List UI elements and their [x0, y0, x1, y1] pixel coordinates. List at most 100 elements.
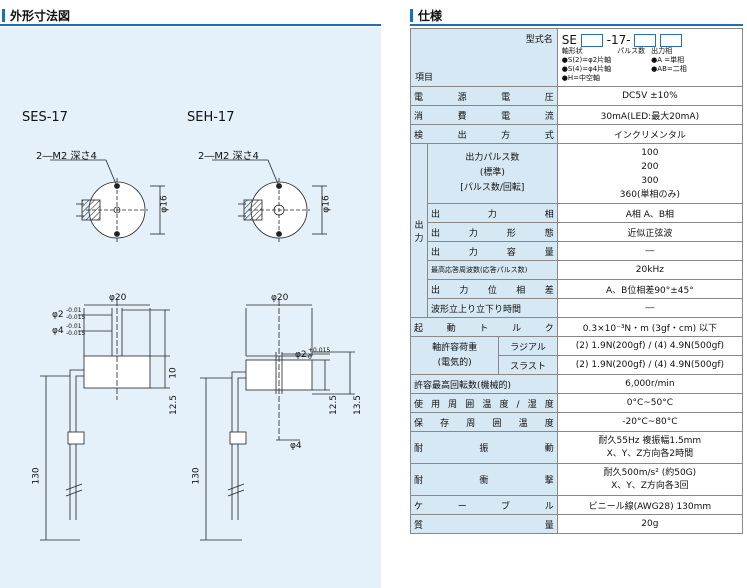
ses-dim-phi4-tol-upper: -0.01: [66, 323, 82, 330]
spec-value: ―: [556, 298, 744, 318]
pulse-label: パルス数: [617, 46, 646, 55]
spec-key: 出力容量: [426, 241, 558, 261]
pulse-value: 100: [641, 147, 659, 158]
vib-line: X、Y、Z方向各2時間: [606, 448, 694, 459]
pulse-placeholder-box: [634, 33, 657, 47]
spec-title: 仕様: [418, 8, 443, 23]
thrust-value: (2) 1.9N(200gf) / (4) 4.9N(500gf): [556, 355, 744, 375]
seh-dim-hole-phi2: φ2: [295, 350, 307, 360]
seh-dim-phi4: φ4: [290, 441, 302, 451]
phase-opt: ●AB=二相: [651, 64, 687, 73]
model-label: 型式名: [525, 35, 553, 45]
drawing-title: 外形寸法図: [10, 8, 71, 23]
spec-value: インクリメンタル: [556, 124, 744, 144]
spec-value: 0.3×10⁻³N・m (3gf・cm) 以下: [556, 317, 744, 337]
seh-dim-12-5: 12.5: [329, 394, 340, 416]
shaft-placeholder-box: [580, 33, 603, 47]
ses-dim-phi16: φ16: [159, 195, 170, 213]
spec-row-thrust: スラスト (2) 1.9N(200gf) / (4) 4.9N(500gf): [411, 355, 744, 375]
shock-line: 耐久500m/s² (約50G): [603, 467, 697, 478]
header-cell: 型式名 項目: [410, 28, 558, 87]
spec-key: 検出方式: [410, 124, 558, 144]
spec-row-pulses: 出力 出力パルス数 (標準) [パルス数/回転] 100 200 300 360…: [410, 143, 744, 318]
seh-dim-phi20: φ20: [271, 293, 289, 303]
spec-key: 起動トルク: [410, 317, 558, 337]
item-label: 項目: [415, 73, 434, 83]
spec-row: 耐衝撃 耐久500m/s² (約50G) X、Y、Z方向各3回: [410, 463, 744, 496]
phase-options: 出力相 ●A =単相 ●AB=二相: [651, 47, 687, 83]
spec-row: 検出方式インクリメンタル: [410, 124, 744, 144]
spec-value: 30mA(LED:最大20mA): [556, 105, 744, 125]
spec-row: ケーブルビニール線(AWG28) 130mm: [410, 495, 744, 515]
spec-value: ビニール線(AWG28) 130mm: [556, 495, 744, 515]
spec-heading: 仕様: [410, 6, 442, 24]
spec-key: 最高応答周波数(応答パルス数): [426, 260, 558, 280]
model-code-prefix: SE: [561, 32, 577, 47]
ses-dim-phi2-tol-upper: -0.01: [66, 307, 82, 314]
pulse-value: 300: [641, 175, 659, 186]
spec-row: 最高応答周波数(応答パルス数)20kHz: [411, 260, 744, 280]
ses-dim-phi2-tol-lower: -0.015: [66, 314, 86, 321]
ses-dim-12-5: 12.5: [169, 394, 180, 416]
spec-value: A、B位相差90°±45°: [556, 279, 744, 299]
drawing-heading: 外形寸法図: [2, 6, 70, 24]
ses-dim-130: 130: [31, 467, 42, 485]
phase-placeholder-box: [660, 33, 683, 47]
seh-m2-note: 2―M2 深さ4: [198, 151, 259, 162]
dimension-drawing: [40, 159, 355, 541]
shaft-opt: ●S(2)=φ2片軸: [561, 55, 612, 64]
spec-key: 消費電流: [410, 105, 558, 125]
shaft-label: 軸形状: [561, 46, 583, 55]
spec-key: 出力形態: [426, 222, 558, 242]
phase-label: 出力相: [651, 46, 673, 55]
spec-value: 耐久500m/s² (約50G) X、Y、Z方向各3回: [556, 463, 744, 496]
ses-dim-phi4: φ4: [52, 326, 64, 336]
seh-model-label: SEH-17: [187, 110, 235, 125]
pulse-key-line: (標準): [479, 168, 505, 178]
seh-dim-hole-tol2: 0: [308, 354, 312, 361]
spec-row: 保存周囲温度-20°C~80°C: [410, 412, 744, 432]
output-group-label: 出力: [410, 143, 428, 318]
spec-key: 出力位相差: [426, 279, 558, 299]
seh-dim-130: 130: [191, 467, 202, 485]
spec-key: 耐衝撃: [410, 463, 558, 496]
seh-dim-phi16: φ16: [321, 195, 332, 213]
spec-value: -20°C~80°C: [556, 412, 744, 432]
shaft-options: 軸形状 ●S(2)=φ2片軸 ●S(4)=φ4片軸 ●H=中空軸: [562, 47, 611, 83]
vib-line: 耐久55Hz 複振幅1.5mm: [598, 435, 702, 446]
spec-value: 近似正弦波: [556, 222, 744, 242]
pulse-values: 100 200 300 360(単相のみ): [556, 143, 744, 204]
ses-model-label: SES-17: [22, 110, 68, 125]
spec-value: 0°C~50°C: [556, 393, 744, 413]
ses-dim-10: 10: [168, 367, 179, 379]
thrust-key: スラスト: [498, 355, 558, 375]
radial-value: (2) 1.9N(200gf) / (4) 4.9N(500gf): [556, 336, 744, 356]
spec-key: 耐振動: [410, 431, 558, 464]
spec-key: 電源電圧: [410, 86, 558, 106]
spec-value: A相 A、B相: [556, 203, 744, 223]
spec-table: 型式名 項目 SE -17- 軸形状 ●S(2)=φ2片軸 ●S(4)=φ4片軸…: [409, 28, 744, 534]
pulse-value: 200: [641, 161, 659, 172]
spec-value: 20kHz: [556, 260, 744, 280]
pulse-key: 出力パルス数 (標準) [パルス数/回転]: [426, 143, 558, 204]
spec-row: 波形立上り立下り時間―: [411, 298, 744, 318]
spec-value: 6,000r/min: [556, 374, 744, 394]
spec-value: ―: [556, 241, 744, 261]
radial-key: ラジアル: [498, 336, 558, 356]
ses-m2-note: 2―M2 深さ4: [36, 151, 97, 162]
spec-row-radial: 軸許容荷重 (電気的) ラジアル (2) 1.9N(200gf) / (4) 4…: [409, 336, 744, 375]
pulse-key-line: 出力パルス数: [465, 153, 520, 163]
spec-key: 使用周囲温度/湿度: [410, 393, 558, 413]
shock-line: X、Y、Z方向各3回: [611, 480, 689, 491]
phase-opt: ●A =単相: [651, 55, 685, 64]
spec-header-row: 型式名 項目 SE -17- 軸形状 ●S(2)=φ2片軸 ●S(4)=φ4片軸…: [410, 28, 744, 87]
load-key-line: (電気的): [437, 357, 472, 368]
model-code-mid: -17-: [606, 32, 631, 47]
